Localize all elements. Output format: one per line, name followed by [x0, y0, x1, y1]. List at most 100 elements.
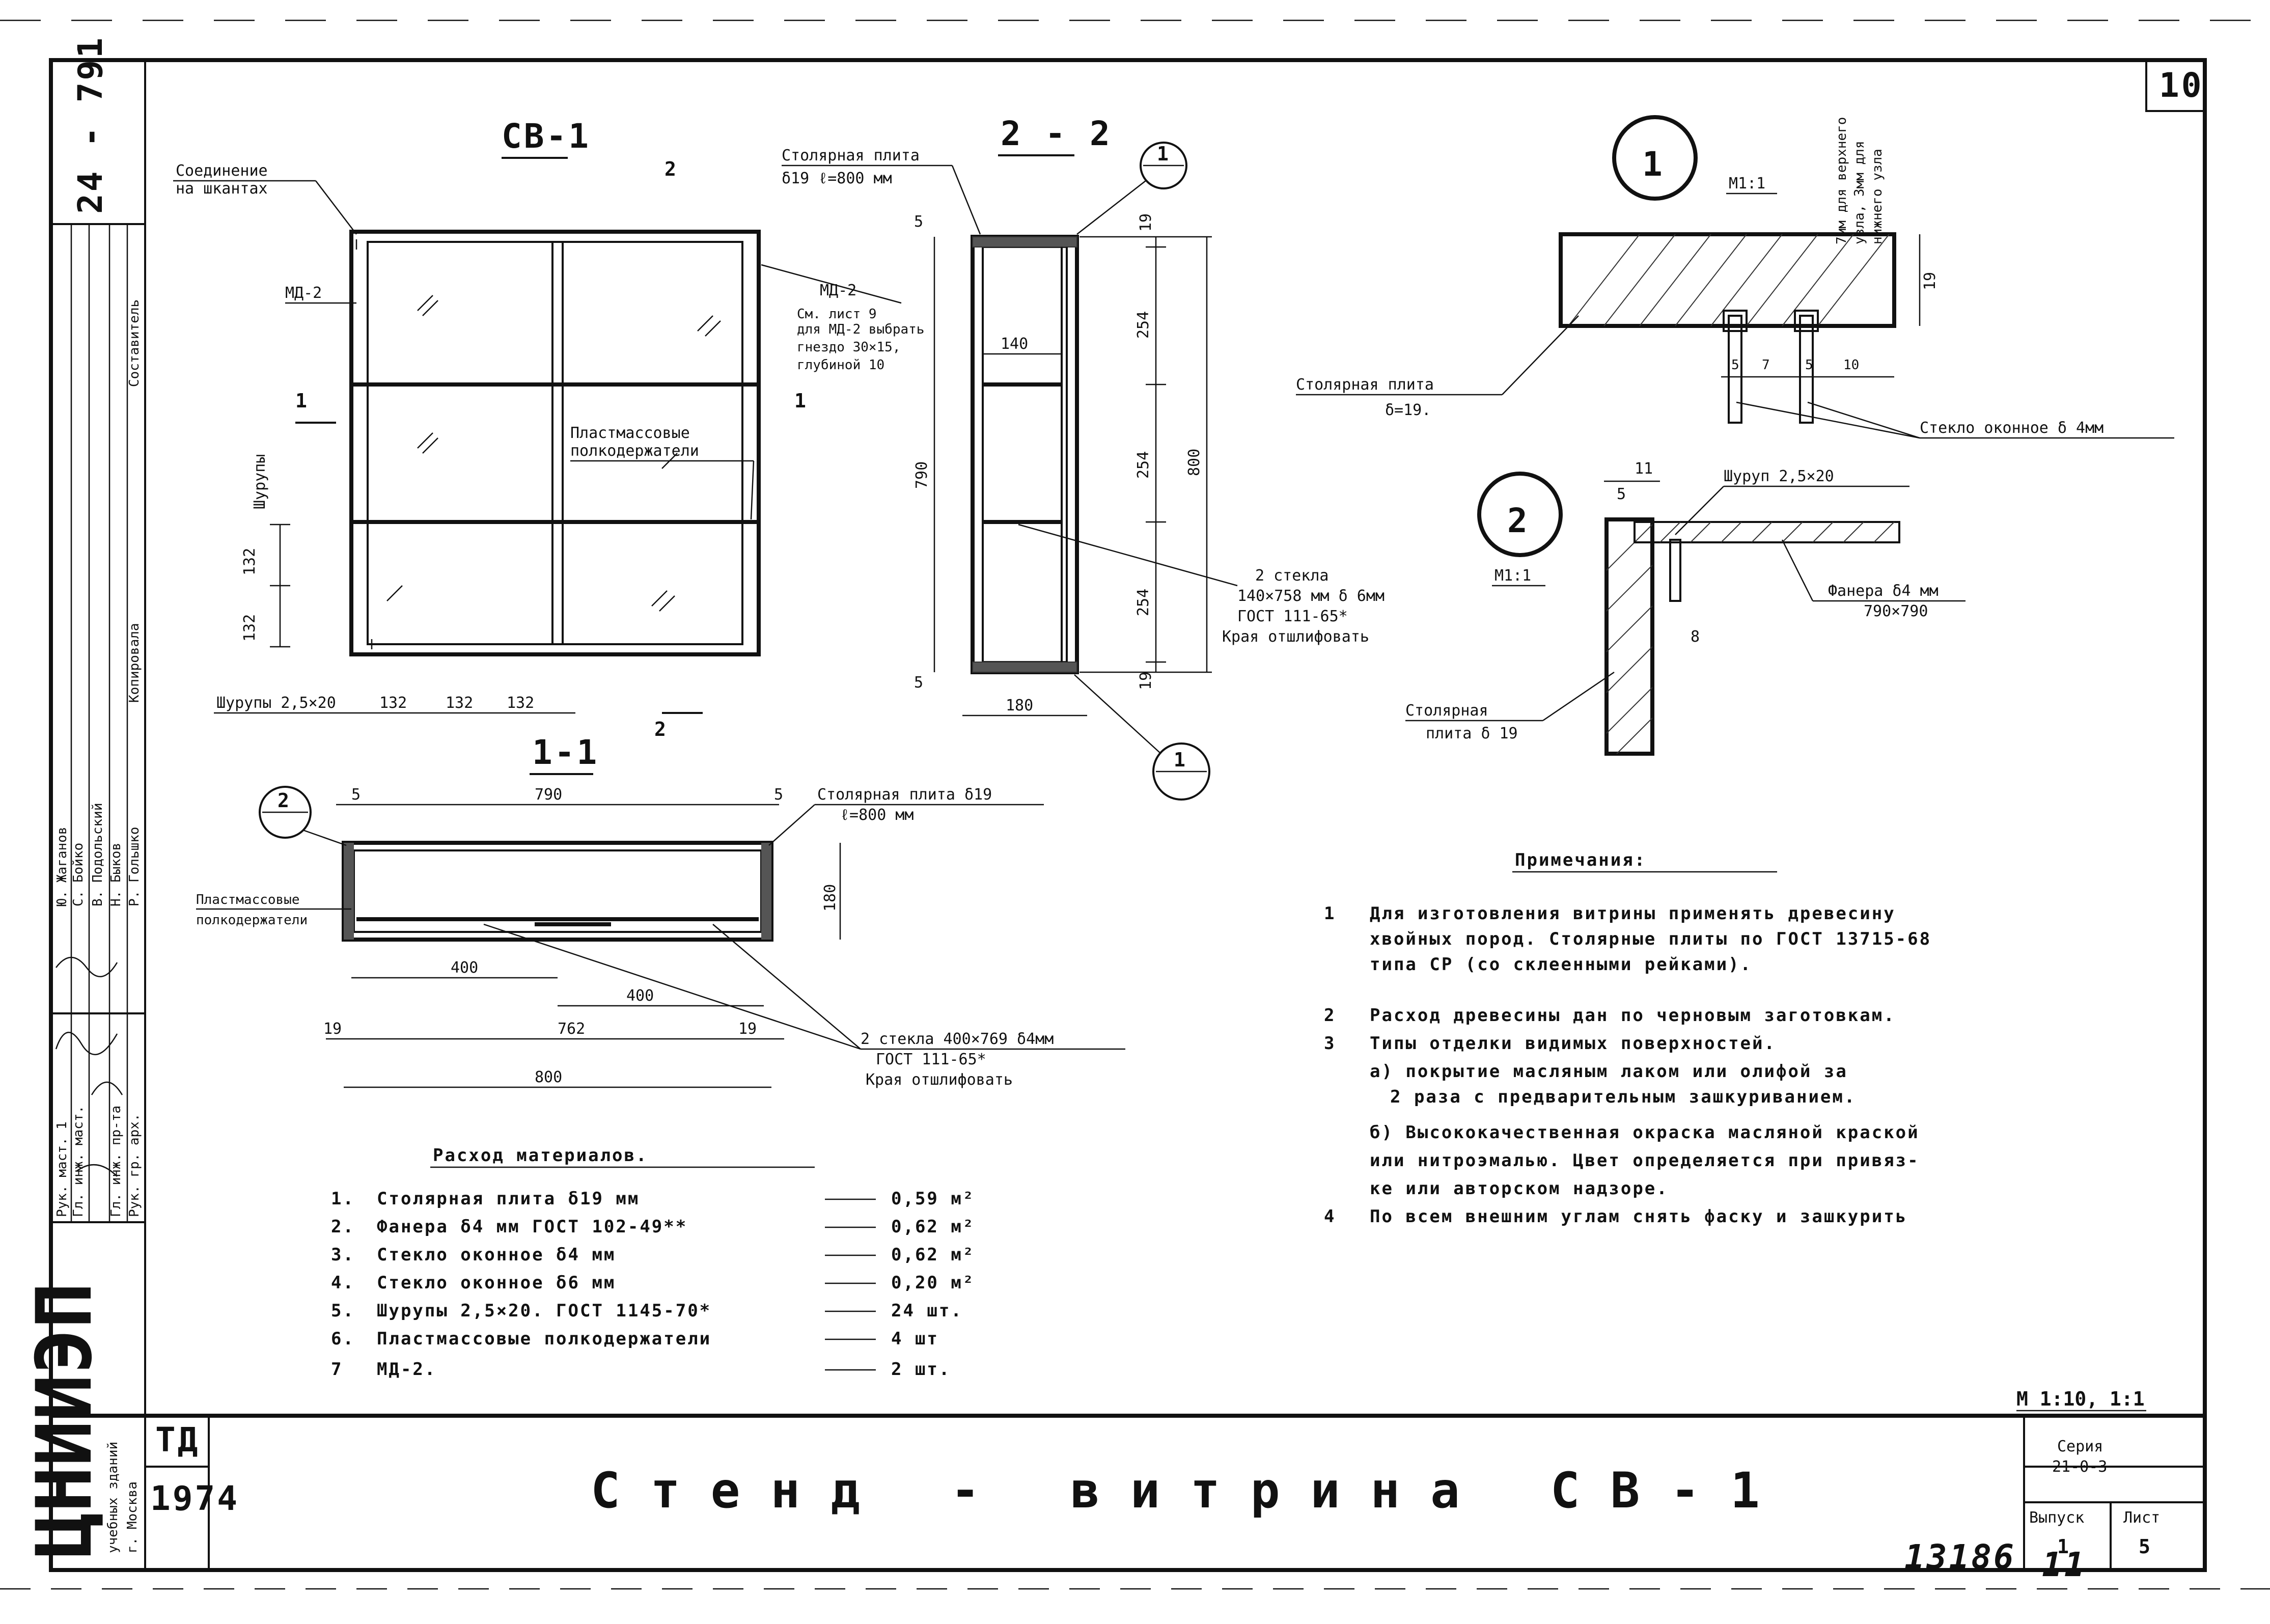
- title-block: [145, 1416, 2205, 1570]
- node1-dim-5a: 5: [1731, 357, 1739, 373]
- node1-side-note-3: нижнего узла: [1870, 149, 1885, 244]
- org-sub-1: учебных зданий: [105, 1442, 121, 1553]
- material-3-num: 3.: [331, 1245, 355, 1265]
- material-4-name: Стекло оконное δ6 мм: [377, 1273, 616, 1293]
- left-strip: [51, 223, 145, 1223]
- note-2-num: 2: [1324, 1005, 1336, 1026]
- staff-role-4: Рук. гр. арх.: [127, 1114, 142, 1218]
- material-2-num: 2.: [331, 1217, 355, 1237]
- sec22-total: 800: [1185, 449, 1203, 476]
- screws-bottom-label: Шурупы 2,5×20: [216, 694, 336, 712]
- sec22-small-bottom: 5: [914, 674, 923, 692]
- node2-dim-5: 5: [1617, 485, 1626, 503]
- joint-label-2: на шкантах: [176, 180, 268, 198]
- node2-plate-2: плита δ 19: [1426, 725, 1518, 742]
- front-dim-col-3: 132: [507, 694, 534, 712]
- node1-glass: Стекло оконное δ 4мм: [1920, 419, 2103, 437]
- signatures: [55, 956, 123, 1177]
- side-code: 24 - 791: [71, 36, 110, 214]
- org-sub-2: г. Москва: [125, 1481, 140, 1553]
- sec22-row-2: 254: [1134, 451, 1152, 479]
- node2-plywood-1: Фанера δ4 мм: [1828, 582, 1939, 600]
- section-mark-bottom: 2: [654, 718, 666, 740]
- node1-dim-7: 7: [1762, 357, 1770, 373]
- scale-label: М 1:10, 1:1: [2016, 1388, 2145, 1410]
- plastic-holders-2: полкодержатели: [570, 442, 699, 460]
- material-1-qty: 0,59 м²: [891, 1189, 975, 1209]
- callout-node1-top-label: 1: [1157, 143, 1169, 165]
- sec22-width: 180: [1006, 697, 1033, 714]
- glass2-1: 2 стекла: [1255, 567, 1329, 585]
- node2-plate-1: Столярная: [1405, 702, 1488, 720]
- callout-node2: [259, 786, 312, 839]
- sec11-400b: 400: [626, 987, 654, 1005]
- md2-note-1: См. лист 9: [797, 307, 877, 322]
- sec22-end-top: 19: [1137, 213, 1155, 232]
- glass-sec11-2: ГОСТ 111-65*: [876, 1051, 986, 1068]
- staff-name-1: Ю. Жаганов: [54, 827, 70, 906]
- staff-name-5: Р. Гольшко: [127, 827, 142, 906]
- sec11-19a: 19: [323, 1020, 342, 1038]
- staff-role-2: Гл. инж. маст.: [71, 1106, 86, 1217]
- note-3-line-4: б) Высококачественная окраска масляной к…: [1370, 1122, 1920, 1143]
- section22-title: 2 - 2: [1001, 114, 1112, 153]
- node2-scale: М1:1: [1494, 567, 1531, 585]
- node1-title: 1: [1642, 145, 1665, 184]
- node1-plate-2: δ=19.: [1385, 401, 1431, 419]
- note-4-line-1: По всем внешним углам снять фаску и зашк…: [1370, 1206, 1907, 1227]
- side-label-copier: Копировала: [127, 623, 142, 703]
- section11-view: [342, 841, 773, 942]
- sec11-top-5b: 5: [774, 786, 783, 804]
- node1-side-note-2: узла, 3мм для: [1852, 141, 1867, 245]
- title-td: ТД: [155, 1420, 200, 1460]
- front-dim-rows: [270, 524, 290, 648]
- material-5-qty: 24 шт.: [891, 1301, 963, 1321]
- sec11-762: 762: [558, 1020, 585, 1038]
- note-2-line-1: Расход древесины дан по черновым заготов…: [1370, 1005, 1896, 1026]
- front-view-title: СВ-1: [502, 117, 591, 156]
- section11-title: 1-1: [532, 733, 599, 772]
- node1-dim-5b: 5: [1805, 357, 1813, 373]
- staff-name-3: В. Подольский: [90, 803, 105, 907]
- stamp-index: 11: [2042, 1545, 2086, 1584]
- sec11-top-5a: 5: [351, 786, 361, 804]
- sec22-shelf-dim: 140: [1001, 335, 1028, 353]
- material-1-name: Столярная плита δ19 мм: [377, 1189, 640, 1209]
- node2-circle: [1477, 472, 1563, 557]
- node1-dim-19: 19: [1921, 272, 1939, 290]
- callout-node2-label: 2: [278, 789, 289, 812]
- callout-node1-bottom-label: 1: [1174, 749, 1185, 771]
- staff-name-2: С. Бойко: [71, 843, 86, 906]
- sec11-400a: 400: [451, 959, 478, 977]
- arrow-mark-right: 1: [794, 390, 806, 412]
- plastic-holders-1: Пластмассовые: [570, 424, 690, 442]
- node1-detail: [1559, 232, 1896, 424]
- screws-vertical-label: Шурупы: [251, 454, 269, 509]
- staff-name-4: Н. Быков: [108, 843, 124, 906]
- sec11-800: 800: [535, 1068, 562, 1086]
- sec22-small-top: 5: [914, 213, 923, 231]
- md2-note-2: для МД-2 выбрать: [797, 322, 924, 337]
- sheet-number: 10: [2159, 66, 2203, 105]
- staff-role-3: Гл. инж. пр-та: [108, 1106, 124, 1217]
- section-mark-top: 2: [665, 158, 676, 180]
- issue-value: 1: [2057, 1535, 2069, 1558]
- sec22-row-3: 254: [1134, 589, 1152, 616]
- note-3-line-6: ке или авторском надзоре.: [1370, 1178, 1669, 1199]
- staff-role-1: Рук. маст. 1: [54, 1121, 70, 1217]
- note-3-line-3: 2 раза с предварительным зашкуриванием.: [1390, 1087, 1856, 1107]
- material-3-name: Стекло оконное δ4 мм: [377, 1245, 616, 1265]
- materials-heading: Расход материалов.: [433, 1145, 648, 1166]
- material-4-qty: 0,20 м²: [891, 1273, 975, 1293]
- joint-label-1: Соединение: [176, 162, 268, 180]
- node1-scale: М1:1: [1729, 175, 1765, 192]
- sheet-label: Лист: [2123, 1509, 2160, 1527]
- material-5-num: 5.: [331, 1301, 355, 1321]
- sec22-height-dim: 790: [913, 461, 931, 489]
- materials-list: 1. Столярная плита δ19 мм 0,59 м² 2. Фан…: [331, 1189, 975, 1380]
- series-label: Серия: [2057, 1438, 2103, 1455]
- plate-top-1: Столярная плита: [782, 147, 920, 164]
- sheet-frame: [0, 19, 2270, 1590]
- notes-heading: Примечания:: [1515, 850, 1646, 870]
